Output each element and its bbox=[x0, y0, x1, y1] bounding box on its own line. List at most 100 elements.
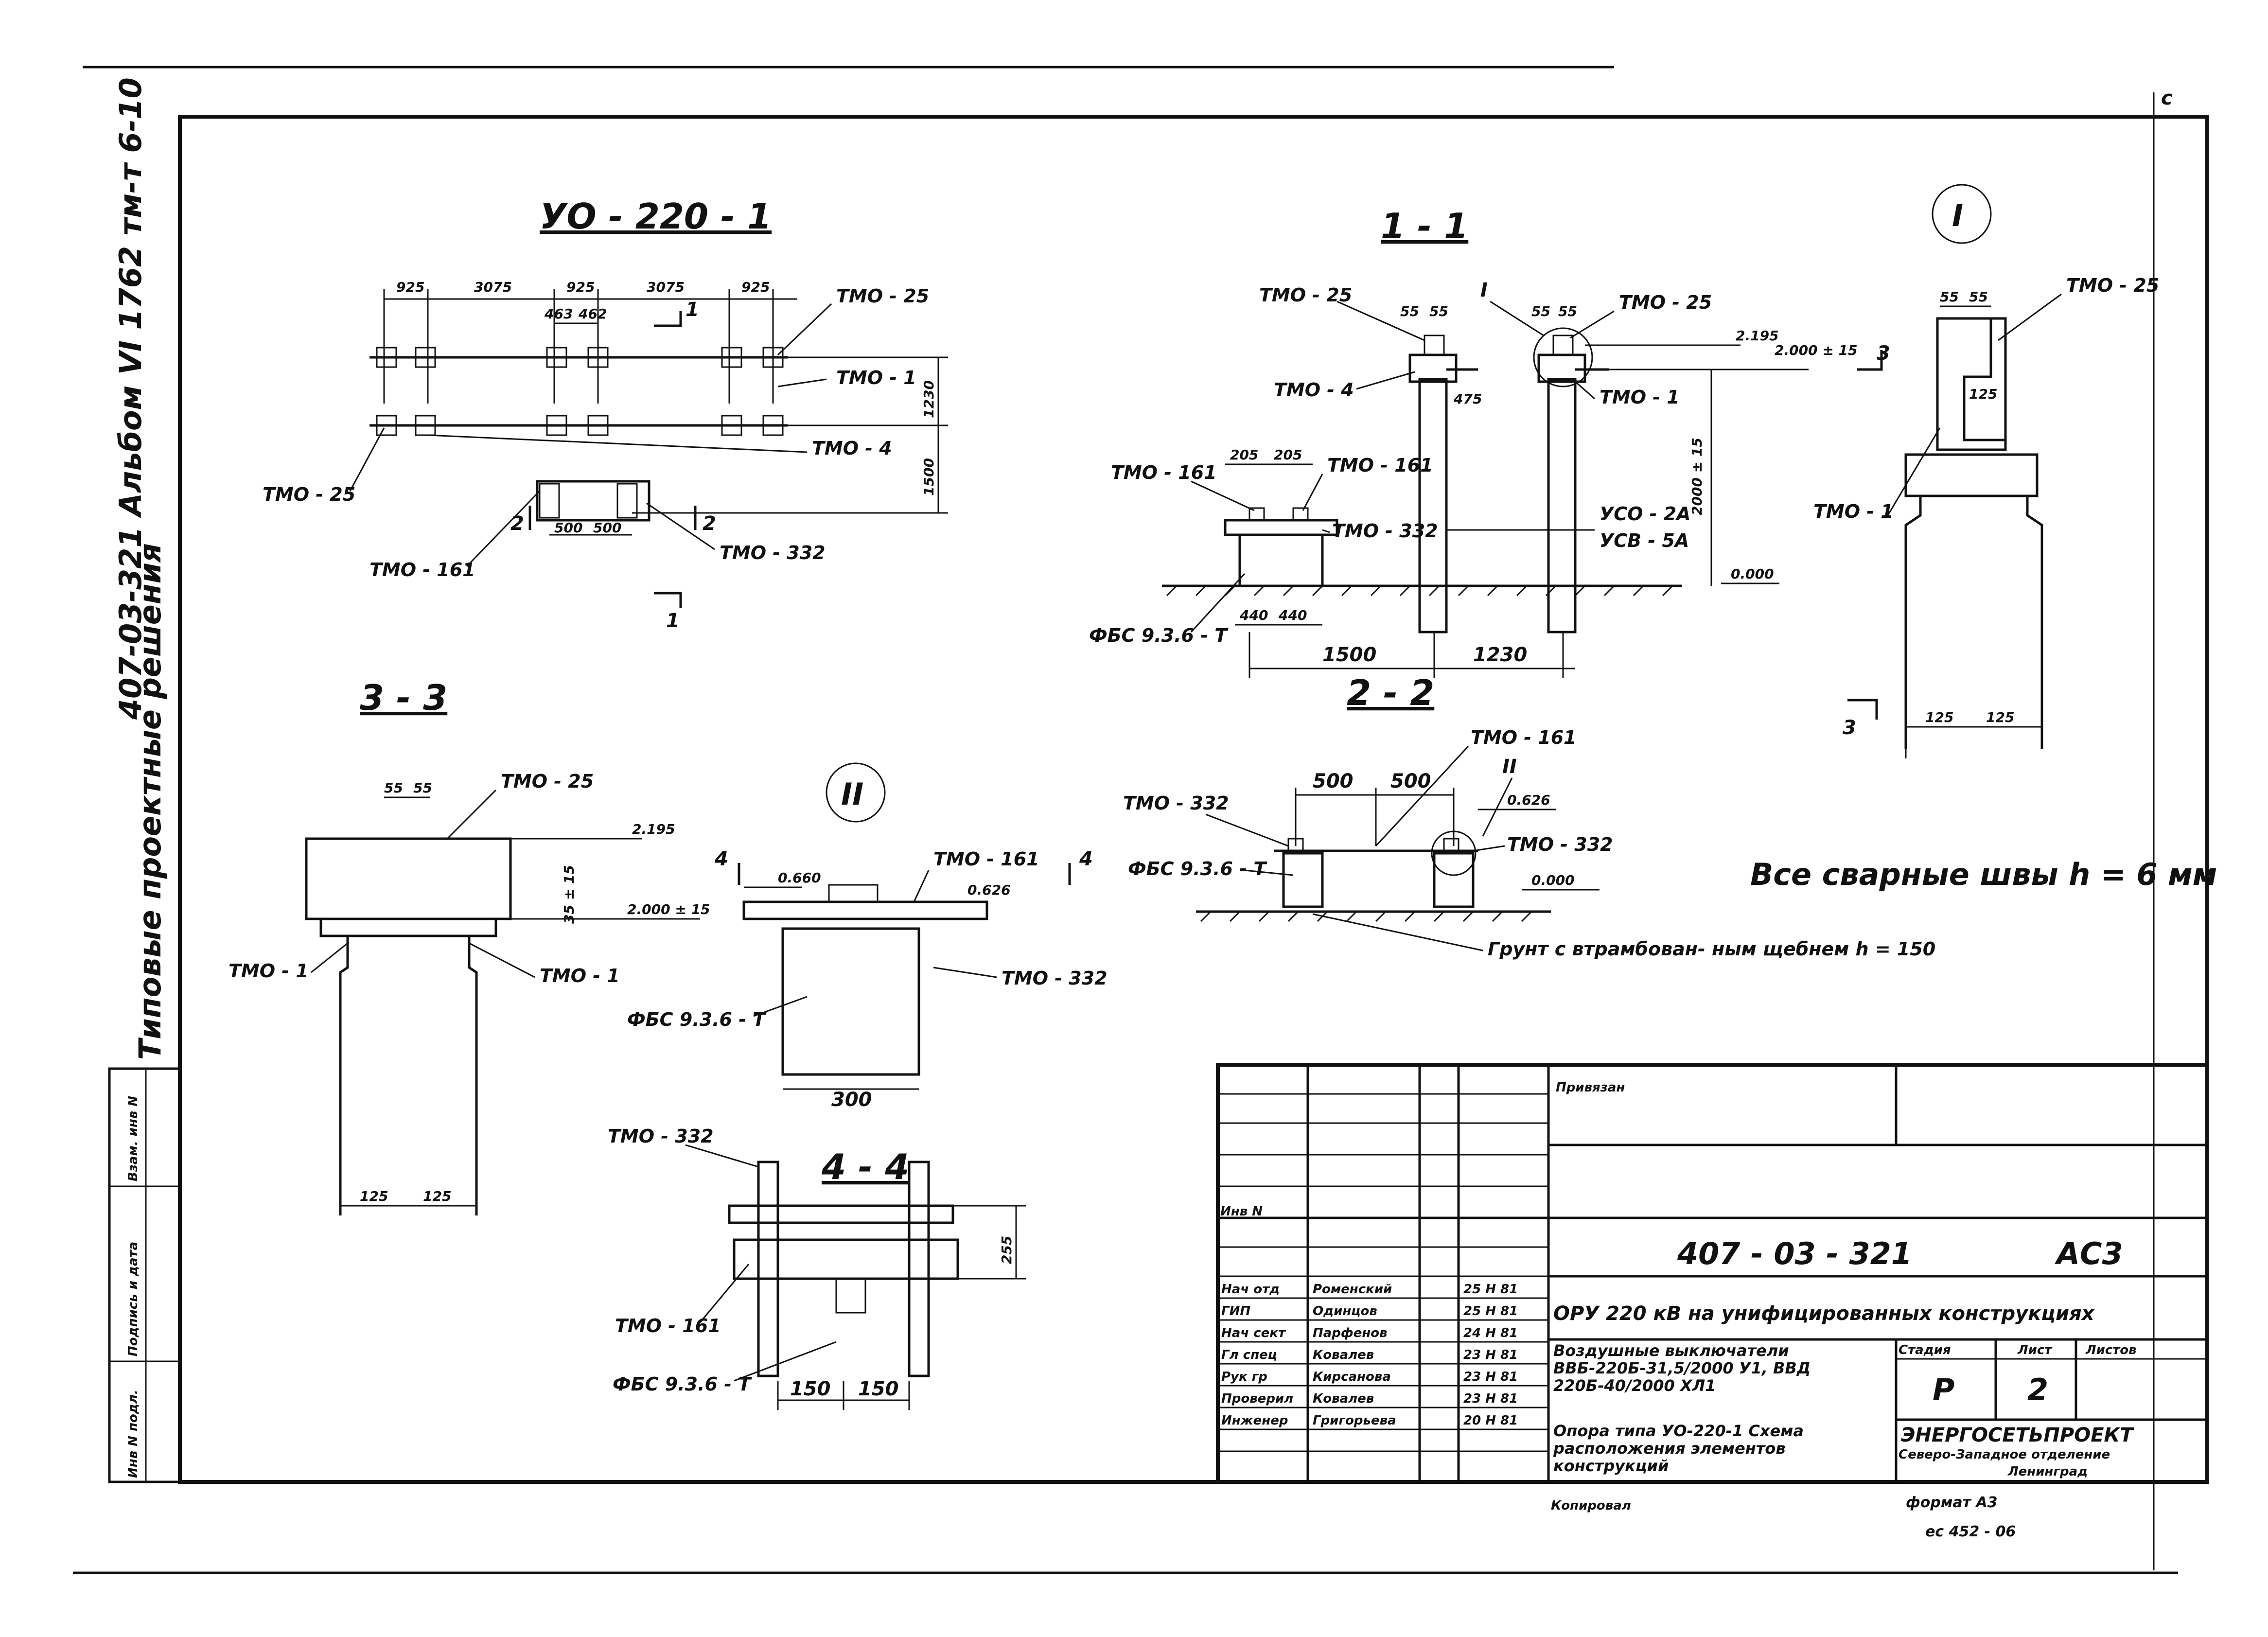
svg-text:УСВ - 5А: УСВ - 5А bbox=[1600, 530, 1689, 551]
svg-text:II: II bbox=[1502, 756, 1517, 778]
svg-text:55: 55 bbox=[1429, 303, 1448, 319]
svg-text:0.000: 0.000 bbox=[1531, 872, 1575, 888]
svg-text:3075: 3075 bbox=[474, 279, 512, 295]
svg-text:3 - 3: 3 - 3 bbox=[360, 677, 447, 718]
svg-text:2: 2 bbox=[703, 512, 716, 535]
svg-text:УСО - 2А: УСО - 2А bbox=[1600, 503, 1691, 525]
svg-text:ТМО - 161: ТМО - 161 bbox=[369, 559, 475, 581]
weld-note: Все сварные швы h = 6 мм bbox=[1750, 857, 2217, 892]
svg-text:ТМО - 4: ТМО - 4 bbox=[812, 438, 892, 459]
svg-text:300: 300 bbox=[831, 1089, 872, 1111]
svg-text:Инв N: Инв N bbox=[1220, 1204, 1263, 1219]
svg-text:4 - 4: 4 - 4 bbox=[821, 1146, 909, 1187]
svg-text:125: 125 bbox=[360, 1188, 388, 1204]
svg-text:Инженер: Инженер bbox=[1221, 1413, 1288, 1428]
svg-text:Листов: Листов bbox=[2085, 1343, 2137, 1357]
svg-text:463: 463 bbox=[544, 306, 573, 322]
svg-text:55: 55 bbox=[1940, 289, 1959, 305]
svg-text:1500: 1500 bbox=[1322, 644, 1376, 666]
svg-text:ТМО - 25: ТМО - 25 bbox=[836, 285, 929, 307]
svg-text:500: 500 bbox=[593, 520, 621, 536]
svg-text:3: 3 bbox=[1877, 342, 1890, 365]
svg-text:500: 500 bbox=[1313, 770, 1354, 792]
svg-text:ТМО - 332: ТМО - 332 bbox=[1332, 520, 1438, 542]
node-1: I 125 125 55 55 125 3 ТМО - 25 ТМО - 1 bbox=[1813, 184, 2159, 758]
svg-text:500: 500 bbox=[1390, 770, 1431, 792]
svg-text:Одинцов: Одинцов bbox=[1313, 1304, 1377, 1319]
copied-label: Копировал bbox=[1551, 1498, 1631, 1513]
svg-text:Роменский: Роменский bbox=[1313, 1282, 1392, 1297]
svg-text:500: 500 bbox=[554, 520, 582, 536]
svg-text:ТМО - 332: ТМО - 332 bbox=[1123, 792, 1229, 814]
code2-label: ес 452 - 06 bbox=[1925, 1523, 2016, 1540]
svg-text:ФБС 9.3.6 - Т: ФБС 9.3.6 - Т bbox=[1128, 858, 1267, 880]
plan-view: УО - 220 - 1 925 3075 925 3075 925 463 4… bbox=[263, 196, 948, 632]
svg-text:Стадия: Стадия bbox=[1899, 1343, 1951, 1357]
svg-text:I: I bbox=[1952, 198, 1963, 233]
svg-text:ТМО - 1: ТМО - 1 bbox=[540, 965, 620, 986]
svg-text:0.626: 0.626 bbox=[1507, 792, 1550, 808]
svg-text:Северо-Западное отделение: Северо-Западное отделение bbox=[1899, 1447, 2110, 1462]
svg-text:ТМО - 161: ТМО - 161 bbox=[1471, 727, 1577, 748]
svg-text:ТМО - 332: ТМО - 332 bbox=[1507, 834, 1613, 855]
svg-text:ТМО - 161: ТМО - 161 bbox=[1327, 455, 1433, 476]
section-4-4: 4 - 4 150 150 255 ТМО - 332 ТМО - 161 ФБ… bbox=[608, 1126, 1026, 1410]
svg-text:ТМО - 25: ТМО - 25 bbox=[2066, 275, 2159, 296]
svg-text:Гл спец: Гл спец bbox=[1221, 1348, 1277, 1362]
description-1: Воздушные выключатели ВВБ-220Б-31,5/2000… bbox=[1553, 1342, 1811, 1395]
svg-text:23 Н 81: 23 Н 81 bbox=[1463, 1348, 1518, 1362]
sheet-mark: АС3 bbox=[2054, 1236, 2123, 1271]
drawing-frame bbox=[178, 115, 2209, 1484]
svg-text:475: 475 bbox=[1453, 391, 1482, 407]
doc-code: 407 - 03 - 321 bbox=[1677, 1236, 1912, 1271]
svg-text:Рук гр: Рук гр bbox=[1221, 1370, 1267, 1384]
svg-text:I: I bbox=[1480, 279, 1488, 301]
svg-text:ФБС 9.3.6 - Т: ФБС 9.3.6 - Т bbox=[613, 1373, 752, 1395]
svg-text:255: 255 bbox=[999, 1236, 1015, 1264]
svg-text:ГИП: ГИП bbox=[1221, 1304, 1250, 1319]
svg-text:Нач отд: Нач отд bbox=[1221, 1282, 1280, 1297]
svg-text:ТМО - 332: ТМО - 332 bbox=[720, 542, 826, 563]
side-title: 407-03-321 Альбом VI 1762 тм-т 6-10 bbox=[113, 77, 148, 720]
svg-text:150: 150 bbox=[790, 1378, 831, 1400]
svg-text:0.660: 0.660 bbox=[778, 870, 821, 886]
svg-text:925: 925 bbox=[396, 279, 424, 295]
svg-text:925: 925 bbox=[566, 279, 595, 295]
svg-text:23 Н 81: 23 Н 81 bbox=[1463, 1370, 1518, 1384]
svg-text:II: II bbox=[841, 776, 863, 812]
svg-text:Григорьева: Григорьева bbox=[1313, 1413, 1396, 1428]
left-strip-label-2: Подпись и дата bbox=[126, 1242, 141, 1356]
svg-text:125: 125 bbox=[423, 1188, 451, 1204]
plan-title: УО - 220 - 1 bbox=[540, 196, 772, 237]
svg-text:ТМО - 1: ТМО - 1 bbox=[1813, 501, 1894, 522]
svg-text:0.000: 0.000 bbox=[1731, 566, 1774, 582]
svg-text:Привязан: Привязан bbox=[1556, 1080, 1625, 1095]
svg-text:3075: 3075 bbox=[647, 279, 685, 295]
left-strip-label-3: Инв N подл. bbox=[126, 1390, 141, 1478]
svg-text:20 Н 81: 20 Н 81 bbox=[1463, 1413, 1518, 1428]
svg-text:ТМО - 1: ТМО - 1 bbox=[1600, 387, 1680, 408]
svg-text:1 - 1: 1 - 1 bbox=[1381, 206, 1468, 246]
svg-text:125: 125 bbox=[1986, 709, 2014, 725]
svg-text:125: 125 bbox=[1925, 709, 1953, 725]
svg-text:ТМО - 25: ТМО - 25 bbox=[501, 771, 594, 792]
svg-text:Грунт с втрамбован- ным щебнем: Грунт с втрамбован- ным щебнем h = 150 bbox=[1488, 938, 1935, 960]
svg-text:2 - 2: 2 - 2 bbox=[1347, 672, 1434, 713]
svg-text:23 Н 81: 23 Н 81 bbox=[1463, 1391, 1518, 1406]
svg-text:ФБС 9.3.6 - Т: ФБС 9.3.6 - Т bbox=[627, 1009, 767, 1030]
section-1-1: 1 - 1 I bbox=[1089, 206, 1890, 678]
side-typical: Типовые проектные решения bbox=[132, 543, 168, 1060]
format-label: формат А3 bbox=[1906, 1494, 1998, 1511]
svg-text:55: 55 bbox=[1531, 303, 1550, 319]
svg-text:4: 4 bbox=[1079, 848, 1093, 870]
svg-text:ТМО - 4: ТМО - 4 bbox=[1274, 379, 1354, 401]
svg-text:1230: 1230 bbox=[1473, 644, 1527, 666]
svg-text:Лист: Лист bbox=[2017, 1343, 2053, 1357]
svg-text:ТМО - 332: ТМО - 332 bbox=[608, 1126, 714, 1147]
svg-text:205: 205 bbox=[1274, 447, 1302, 463]
svg-text:1500: 1500 bbox=[921, 458, 937, 496]
svg-text:125: 125 bbox=[1969, 386, 1997, 402]
svg-text:2.000 ± 15: 2.000 ± 15 bbox=[1775, 342, 1858, 358]
svg-text:ТМО - 25: ТМО - 25 bbox=[263, 484, 355, 505]
